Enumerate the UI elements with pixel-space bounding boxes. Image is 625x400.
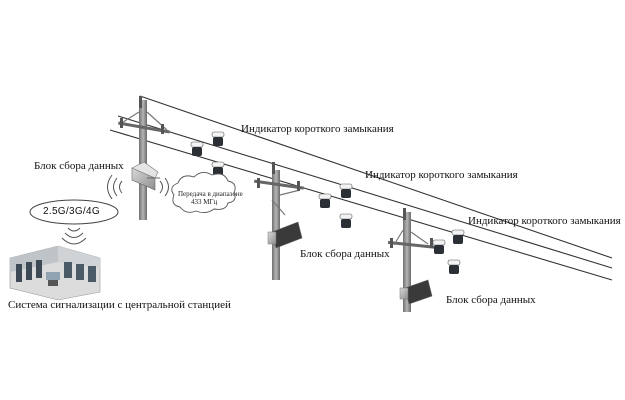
network-label: 2.5G/3G/4G xyxy=(43,206,100,217)
indicator-group-1 xyxy=(190,131,225,176)
transmission-label-line2: 433 МГц xyxy=(191,198,218,206)
indicator-label-3: Индикатор короткого замыкания xyxy=(468,215,621,227)
indicator-icon xyxy=(190,141,204,156)
indicator-icon xyxy=(339,183,353,198)
data-unit-box-3 xyxy=(399,279,433,305)
pole-2 xyxy=(253,162,304,280)
indicator-label-1: Индикатор короткого замыкания xyxy=(241,123,394,135)
data-unit-label-3: Блок сбора данных xyxy=(446,294,536,306)
pole-3 xyxy=(387,208,436,312)
indicator-group-3 xyxy=(432,229,465,274)
wifi-wave-icon xyxy=(107,174,123,200)
pole-1 xyxy=(118,96,170,220)
indicator-label-2: Индикатор короткого замыкания xyxy=(365,169,518,181)
indicator-icon xyxy=(451,229,465,244)
station-label: Система сигнализации с центральной станц… xyxy=(8,299,231,311)
middle-conductor xyxy=(117,115,613,269)
top-conductor xyxy=(139,95,613,259)
wifi-wave-icon xyxy=(61,227,87,245)
data-unit-label-2: Блок сбора данных xyxy=(300,248,390,260)
transmission-cloud xyxy=(171,172,236,214)
data-unit-label-1: Блок сбора данных xyxy=(34,160,124,172)
indicator-icon xyxy=(211,131,225,146)
transmission-label-line1: Передача в диапазоне xyxy=(178,190,243,198)
indicator-icon xyxy=(432,239,446,254)
indicator-icon xyxy=(339,213,353,228)
wifi-wave-icon xyxy=(159,177,169,197)
network-ellipse xyxy=(29,199,119,225)
data-unit-box-2 xyxy=(267,221,303,249)
indicator-icon xyxy=(318,193,332,208)
station-room-image xyxy=(9,245,101,301)
indicator-icon xyxy=(447,259,461,274)
indicator-group-2 xyxy=(318,183,353,228)
data-unit-box-1 xyxy=(131,161,160,191)
